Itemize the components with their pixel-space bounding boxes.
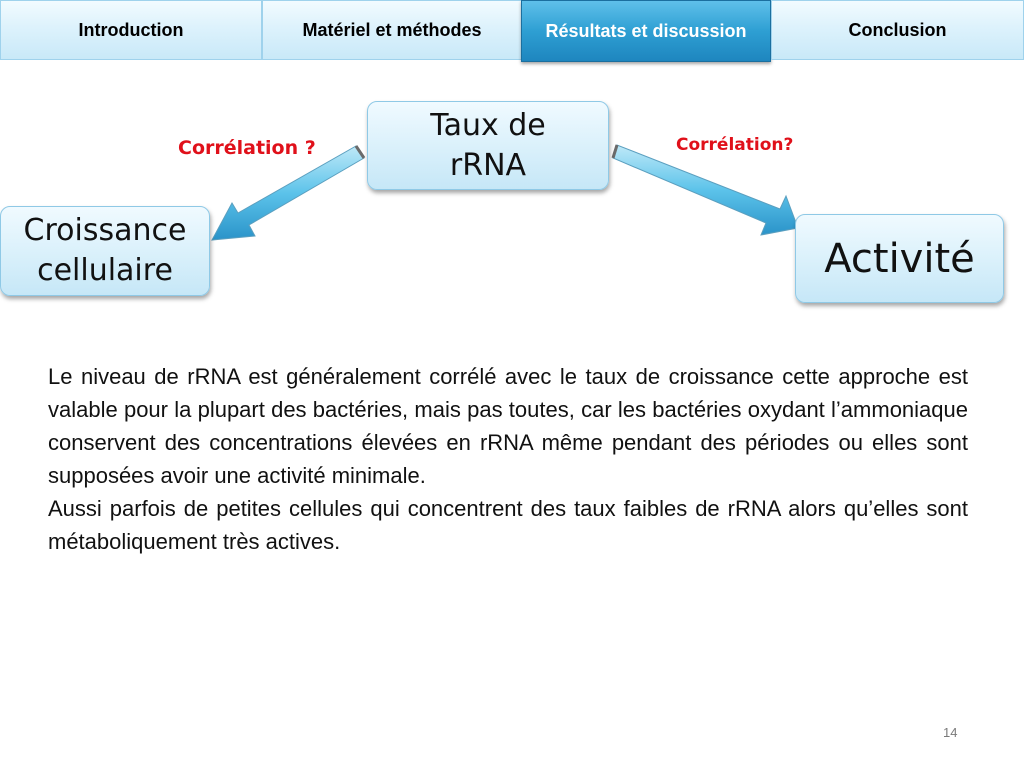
tab-resultats-discussion[interactable]: Résultats et discussion — [521, 0, 771, 62]
page-number: 14 — [943, 725, 958, 740]
paragraph-1: Le niveau de rRNA est généralement corré… — [48, 364, 968, 488]
box-activite: Activité — [795, 214, 1004, 303]
box-taux-rrna: Taux de rRNA — [367, 101, 609, 190]
tab-label: Résultats et discussion — [545, 20, 747, 41]
tab-introduction[interactable]: Introduction — [0, 0, 262, 60]
tab-materiel-methodes[interactable]: Matériel et méthodes — [262, 0, 522, 60]
box-label: Croissance cellulaire — [23, 213, 187, 288]
paragraph-2: Aussi parfois de petites cellules qui co… — [48, 496, 968, 554]
correlation-label-right: Corrélation? — [676, 135, 794, 155]
box-label: Activité — [824, 235, 975, 282]
tab-label: Conclusion — [848, 19, 947, 40]
box-label: Taux de rRNA — [430, 107, 546, 183]
tab-label: Introduction — [78, 19, 184, 40]
tab-conclusion[interactable]: Conclusion — [771, 0, 1024, 60]
tab-label: Matériel et méthodes — [302, 19, 482, 40]
arrow-to-croissance — [211, 145, 366, 241]
section-nav: Introduction Matériel et méthodes Résult… — [0, 0, 1024, 62]
body-text: Le niveau de rRNA est généralement corré… — [48, 360, 968, 558]
box-croissance-cellulaire: Croissance cellulaire — [0, 206, 210, 296]
arrow-to-activite — [611, 144, 799, 236]
correlation-label-left: Corrélation ? — [178, 137, 316, 159]
